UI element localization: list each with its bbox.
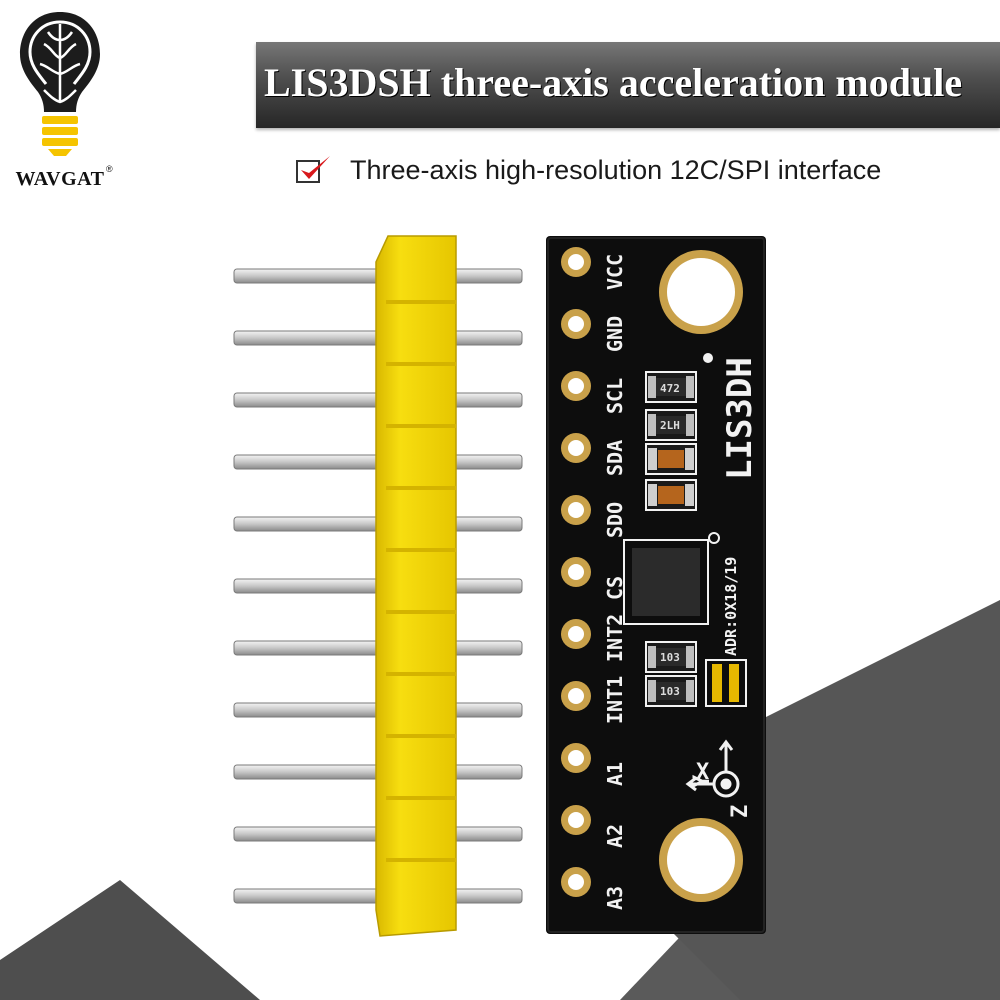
- pcb-pin-hole: [568, 502, 584, 518]
- header-rib: [386, 548, 456, 552]
- axis-label-x: X: [696, 760, 710, 785]
- pin-label: GND: [603, 315, 627, 352]
- smd-components: [623, 353, 747, 707]
- registered-mark: ®: [106, 164, 113, 174]
- feature-text: Three-axis high-resolution 12C/SPI inter…: [350, 155, 882, 185]
- pin-label: INT1: [603, 675, 627, 724]
- header-rib: [386, 796, 456, 800]
- pin-label: SDO: [603, 501, 627, 538]
- pin-label: SDA: [603, 439, 627, 476]
- resistor-2: [645, 409, 697, 441]
- pcb-pin-hole: [568, 874, 584, 890]
- pcb-pin-hole: [568, 626, 584, 642]
- brand-logo: WAVGAT ®: [6, 8, 114, 190]
- axis-indicator: [685, 739, 740, 798]
- background-wedge-left: [0, 880, 260, 1000]
- axis-label-y: Y: [690, 774, 715, 788]
- header-rib: [386, 362, 456, 366]
- resistor-4: [645, 675, 697, 707]
- pcb-pin-hole: [568, 564, 584, 580]
- pin-label: A3: [603, 885, 627, 910]
- resistor-3: [645, 641, 697, 673]
- header-rib: [386, 610, 456, 614]
- resistor-code-3: 103: [660, 651, 680, 664]
- pin-label: SCL: [603, 377, 627, 414]
- page-title: LIS3DSH three-axis acceleration module: [264, 60, 963, 105]
- accelerometer-chip: [623, 532, 720, 625]
- pcb-pin-hole: [568, 688, 584, 704]
- pin-label: VCC: [603, 253, 627, 290]
- resistor-1: [645, 371, 697, 403]
- pcb-pin-hole: [568, 316, 584, 332]
- checkmark-icon: [296, 156, 330, 183]
- pcb-pin-hole: [568, 378, 584, 394]
- pcb-pin-hole: [568, 812, 584, 828]
- pcb-pin-hole: [568, 440, 584, 456]
- header-rib: [386, 858, 456, 862]
- axis-label-z: Z: [728, 804, 753, 818]
- pcb-pin-hole: [568, 750, 584, 766]
- header-rib: [386, 734, 456, 738]
- pin-label: A2: [603, 823, 627, 848]
- brand-name: WAVGAT: [15, 168, 105, 190]
- pcb-pin-pads: [561, 247, 591, 897]
- chip-name-label: LIS3DH: [720, 357, 760, 480]
- capacitor-2: [645, 479, 697, 511]
- pin-header-ribs: [386, 300, 456, 862]
- pcb-pin-hole: [568, 254, 584, 270]
- resistor-code-1: 472: [660, 382, 680, 395]
- resistor-code-4: 103: [660, 685, 680, 698]
- pin-label: CS: [603, 575, 627, 600]
- pin-label: A1: [603, 761, 627, 786]
- title-banner: LIS3DSH three-axis acceleration module: [256, 42, 1000, 128]
- address-jumper: [705, 659, 747, 707]
- header-rib: [386, 486, 456, 490]
- pin-label: INT2: [603, 613, 627, 662]
- resistor-code-2: 2LH: [660, 419, 680, 432]
- indicator-dot: [703, 353, 713, 363]
- capacitor-1: [645, 443, 697, 475]
- lightbulb-brain-icon: [20, 12, 100, 156]
- pin-header-plastic: [375, 235, 457, 937]
- header-rib: [386, 672, 456, 676]
- header-rib: [386, 300, 456, 304]
- address-label: ADR:0X18/19: [722, 556, 740, 656]
- header-rib: [386, 424, 456, 428]
